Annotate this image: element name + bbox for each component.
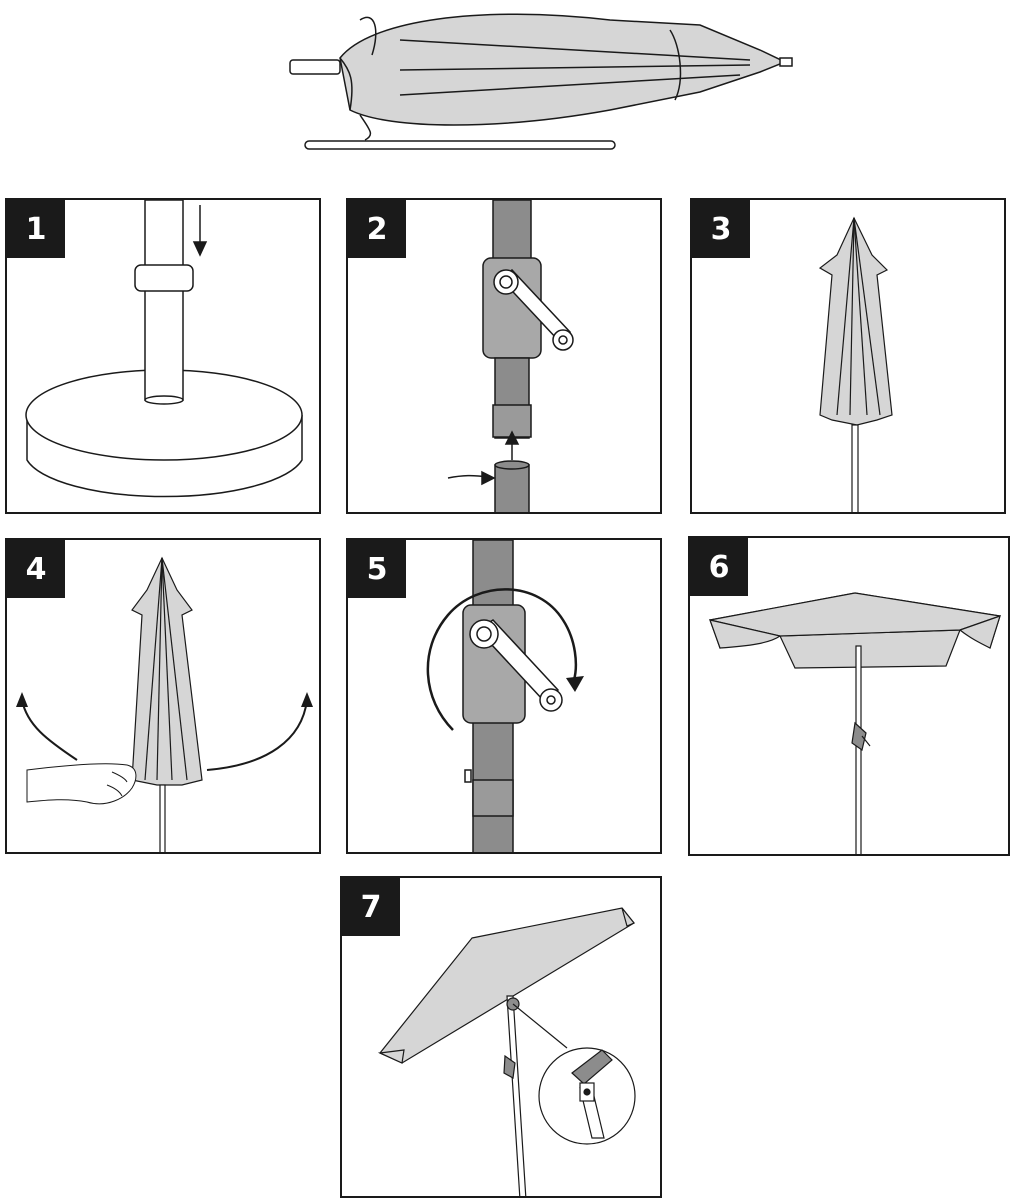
step-number-badge: 3 (692, 200, 750, 258)
step-2-panel: 2 (346, 198, 662, 514)
step-3-panel: 3 (690, 198, 1006, 514)
step-number-badge: 6 (690, 538, 748, 596)
rotate-crank-icon (426, 540, 584, 852)
step-number-badge: 2 (348, 200, 406, 258)
step-number-badge: 1 (7, 200, 65, 258)
crank-connect-pole-icon (447, 200, 574, 512)
open-umbrella-icon (709, 592, 1001, 854)
step-6-panel: 6 (688, 536, 1010, 856)
step-1-panel: 1 (5, 198, 321, 514)
step-7-panel: 7 (340, 876, 662, 1198)
packed-umbrella-parts-icon (289, 13, 793, 150)
step-number-badge: 5 (348, 540, 406, 598)
step-number-badge: 7 (342, 878, 400, 936)
step-number-badge: 4 (7, 540, 65, 598)
step-4-panel: 4 (5, 538, 321, 854)
step-5-panel: 5 (346, 538, 662, 854)
base-insert-pole-icon (25, 200, 303, 498)
closed-umbrella-icon (818, 216, 893, 512)
loosen-canopy-icon (16, 556, 313, 852)
tilt-umbrella-icon (377, 907, 636, 1196)
